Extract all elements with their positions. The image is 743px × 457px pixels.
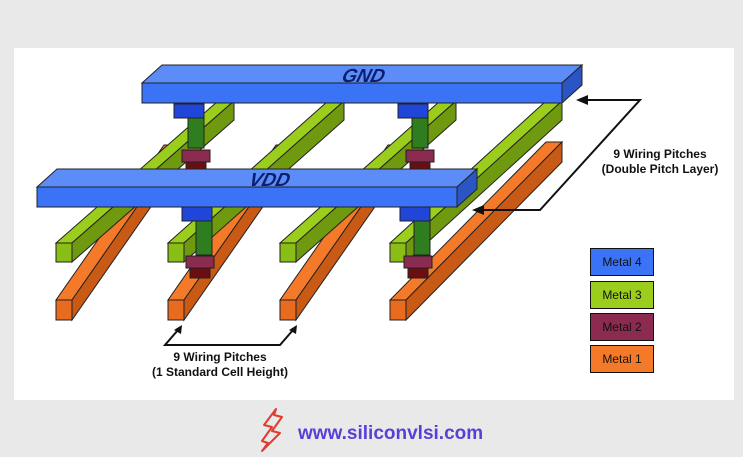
double-pitch-note-line2: (Double Pitch Layer) [601,162,719,176]
via-stack-vdd-right [399,206,433,279]
standard-cell-note-line1: 9 Wiring Pitches [173,350,267,364]
siliconvlsi-logo-icon [261,408,283,452]
legend-metal4: Metal 4 [590,248,654,276]
gnd-rail: GND [140,63,584,105]
website-link[interactable]: www.siliconvlsi.com [298,423,484,444]
via-stack-vdd-left [181,206,215,279]
vdd-label: VDD [247,170,293,191]
double-pitch-note-line1: 9 Wiring Pitches [613,147,707,161]
vdd-rail: VDD [35,167,479,209]
double-pitch-bracket [472,95,643,215]
via-stack-gnd-right [397,103,435,171]
gnd-label: GND [340,66,388,87]
legend-metal2: Metal 2 [590,313,654,341]
via-stack-gnd-left [173,103,211,171]
footer: www.siliconvlsi.com [0,405,743,457]
metal1-stripe [388,140,564,322]
standard-cell-note: 9 Wiring Pitches (1 Standard Cell Height… [130,350,310,380]
double-pitch-note: 9 Wiring Pitches (Double Pitch Layer) [585,147,735,177]
standard-cell-bracket [162,325,297,346]
legend-metal3: Metal 3 [590,281,654,309]
standard-cell-note-line2: (1 Standard Cell Height) [151,365,288,379]
legend-metal1: Metal 1 [590,345,654,373]
